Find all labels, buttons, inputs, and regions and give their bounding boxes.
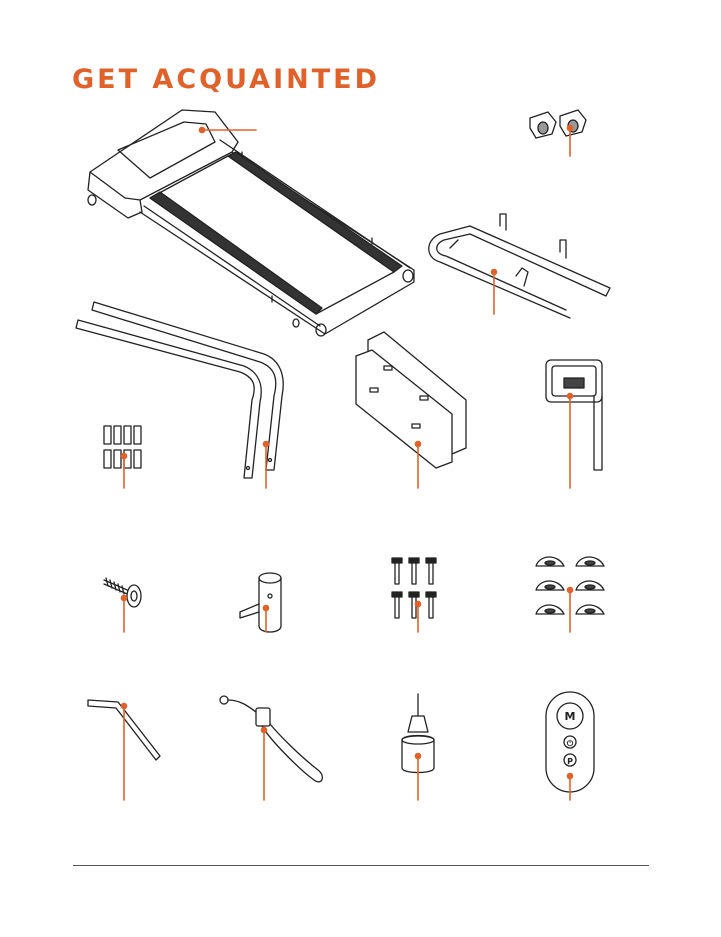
knob-bolt-icon (104, 578, 141, 607)
safety-key-icon (220, 696, 322, 782)
wheel-caps-icon (530, 110, 586, 138)
bolts-icon (392, 558, 436, 618)
upright-tubes-icon (76, 302, 283, 478)
remote-power-label: ⏻ (567, 739, 574, 748)
console-display-icon (546, 360, 602, 470)
connector-sleeve-icon (240, 573, 281, 632)
remote-mode-label: M (565, 710, 576, 723)
bottom-divider (73, 865, 649, 866)
treadmill-deck-icon (88, 110, 414, 336)
end-caps-icon (104, 426, 141, 468)
remote-program-label: P (567, 757, 573, 766)
side-cover-panels-icon (356, 332, 466, 468)
handrail-frame-icon (429, 214, 610, 318)
